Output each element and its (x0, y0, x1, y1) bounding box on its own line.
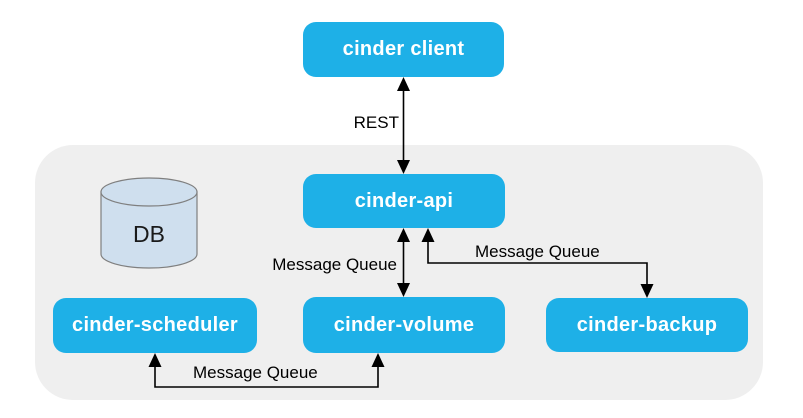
arrowhead-up-client (397, 77, 410, 91)
node-cinder-client-label: cinder client (342, 38, 465, 60)
node-cinder-backup: cinder-backup (546, 298, 748, 352)
edge-label-rest: REST (353, 113, 399, 132)
node-cinder-api-label: cinder-api (354, 189, 454, 212)
arrowhead-down-backup-top (640, 284, 654, 298)
arrowhead-up-api-bottom (397, 228, 410, 242)
edge-label-mq-volume-scheduler: Message Queue (193, 363, 318, 382)
node-cinder-scheduler: cinder-scheduler (53, 298, 257, 353)
edge-mq-api-backup-line (427, 231, 648, 295)
node-cinder-scheduler-label: cinder-scheduler (72, 314, 238, 336)
arrowhead-up-api-backup (421, 228, 435, 242)
arrowhead-up-scheduler-bottom (148, 353, 162, 367)
edge-mq-volume-scheduler-line (154, 356, 379, 388)
database-cylinder-icon (100, 177, 198, 269)
node-cinder-client: cinder client (303, 22, 504, 77)
edge-label-mq-api-backup: Message Queue (475, 242, 600, 261)
node-cinder-volume-label: cinder-volume (333, 313, 475, 336)
node-cinder-backup-label: cinder-backup (576, 313, 718, 336)
database-label: DB (133, 221, 165, 247)
edge-label-mq-api-volume: Message Queue (272, 255, 397, 274)
node-cinder-volume: cinder-volume (303, 297, 505, 353)
arrowhead-down-api-top (397, 160, 410, 174)
arrowhead-up-volume-bottom (371, 353, 385, 367)
node-cinder-api: cinder-api (303, 174, 505, 228)
arrowhead-down-volume-top (397, 283, 410, 297)
